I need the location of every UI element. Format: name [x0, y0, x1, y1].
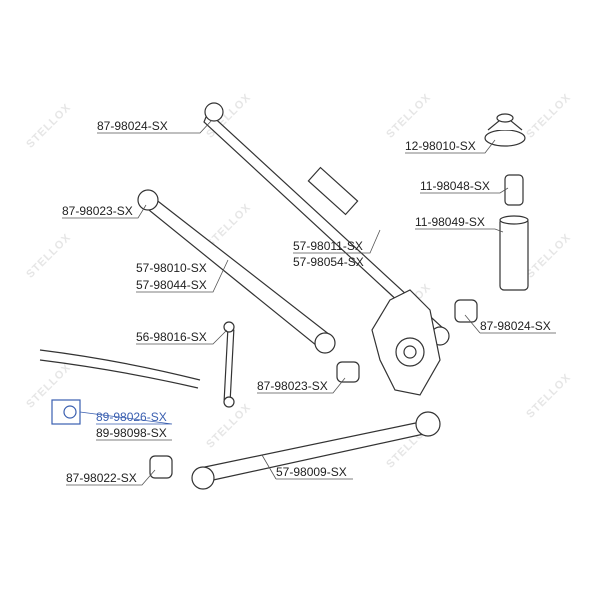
part-label-57-98009-sx[interactable]: 57-98009-SX	[276, 465, 347, 479]
bushing	[336, 361, 360, 383]
leader-lines	[62, 119, 556, 486]
part-label-12-98010-sx[interactable]: 12-98010-SX	[405, 139, 476, 153]
stabilizer-link	[223, 329, 235, 401]
bushing-eye	[204, 102, 224, 122]
part-label-57-98054-sx[interactable]: 57-98054-SX	[293, 255, 364, 269]
part-label-11-98049-sx[interactable]: 11-98049-SX	[415, 215, 485, 229]
part-label-87-98024-sx-top[interactable]: 87-98024-SX	[97, 119, 168, 133]
part-label-87-98024-sx-right[interactable]: 87-98024-SX	[480, 319, 551, 333]
part-label-89-98098-sx[interactable]: 89-98098-SX	[96, 426, 167, 440]
stabilizer-bar	[39, 349, 201, 381]
part-label-11-98048-sx[interactable]: 11-98048-SX	[420, 179, 490, 193]
part-label-87-98022-sx[interactable]: 87-98022-SX	[66, 471, 137, 485]
part-label-57-98044-sx[interactable]: 57-98044-SX	[136, 278, 207, 292]
strut-mount	[484, 129, 526, 147]
part-label-89-98026-sx-highlighted[interactable]: 89-98026-SX	[96, 410, 167, 424]
bump-stop	[504, 174, 524, 206]
bushing-eye	[314, 332, 336, 354]
dust-boot	[499, 217, 529, 291]
bushing-eye	[191, 466, 215, 490]
part-label-87-98023-sx-mid[interactable]: 87-98023-SX	[257, 379, 328, 393]
part-label-87-98023-sx-left[interactable]: 87-98023-SX	[62, 204, 133, 218]
bushing-eye	[137, 189, 159, 211]
turnbuckle-sleeve	[307, 166, 359, 216]
bushing	[149, 455, 173, 479]
bushing-eye	[415, 411, 441, 437]
part-label-57-98011-sx[interactable]: 57-98011-SX	[293, 239, 363, 253]
part-label-57-98010-sx[interactable]: 57-98010-SX	[136, 261, 207, 275]
part-label-56-98016-sx[interactable]: 56-98016-SX	[136, 330, 207, 344]
bushing	[454, 299, 478, 323]
